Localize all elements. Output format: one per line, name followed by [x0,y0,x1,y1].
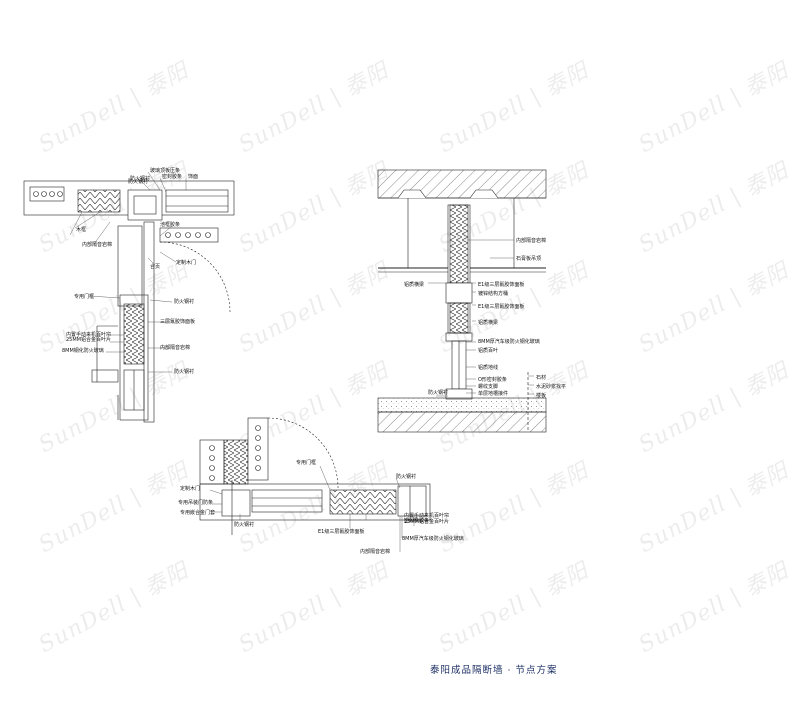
sheet-title: 泰阳成品隔断墙 · 节点方案 [430,665,558,676]
callout-label: 防火钢衬 [396,473,416,480]
detail-c-leaders [209,465,415,552]
callout-label: 铝质地线 [478,364,498,371]
callout-label: 水泥砂浆找平 [536,383,566,390]
detail-a-labels: 防火钢衬玻璃顶板压条密封胶条防火钢衬饰面木框内部隔音岩棉池框胶条定制木门合页专用… [62,167,198,375]
callout-label: 内部隔音岩棉 [82,241,112,248]
callout-label: O形密封胶条 [478,376,507,383]
callout-label: 木框 [76,226,86,233]
callout-label: 石膏板吊顶 [516,255,541,262]
callout-label: 合页 [150,263,160,270]
callout-label: 内部隔音岩棉 [160,344,190,351]
callout-label: 25MM铝合金百叶片 [404,518,449,525]
insulation-fill [77,189,121,213]
callout-label: 玻璃顶板压条 [150,167,180,174]
floor-slab [377,411,547,433]
callout-label: 铝质横梁 [404,281,424,288]
callout-label: 内置手动来机百叶帘 [66,331,111,338]
callout-label: 专用门框 [74,293,94,300]
callout-label: 8MM厚汽车级防火钢化玻璃 [478,338,540,345]
detail-c-wall [199,483,431,521]
callout-label: 铝质横梁 [478,319,498,326]
callout-label: 密封橡胶条 [404,517,429,524]
callout-label: 专用门框 [296,459,316,466]
callout-label: 25MM铝合金百叶片 [66,336,111,343]
door-swing-arc [159,241,231,313]
wall-end-block [29,186,65,202]
callout-label: 防火钢衬 [128,178,148,185]
stone-floor [377,397,547,413]
callout-label: 三层氟胶饰面板 [160,318,195,325]
wall-end-block [199,439,225,485]
callout-label: 池框胶条 [160,221,180,228]
door-frame-profile [127,189,163,221]
callout-label: 专用吊装门防条 [178,499,213,506]
door-core-block [159,227,219,243]
callout-label: 防火钢衬 [130,175,150,182]
insulation-fill [449,204,469,284]
callout-label: 内置手动来机百叶帘 [404,512,449,519]
detail-a-leaders [69,171,187,373]
callout-label: 防火钢衬 [234,521,254,528]
callout-label: 楼板 [536,392,546,399]
callout-label: 专用嵌合金门套 [180,509,215,516]
door-frame-profile [221,489,251,517]
callout-label: 防火钢衬 [174,368,194,375]
callout-label: 防火钢衬 [174,298,194,305]
callout-label: E1级三层氟胶饰面板 [478,303,524,310]
detail-a-plan [23,180,235,423]
callout-label: 8MM钢化防火玻璃 [62,347,104,354]
detail-c-labels: 专用门框防火钢衬定制木门专用吊装门防条专用嵌合金门套防火钢衬E1级三层氟胶饰面板… [178,459,464,555]
callout-label: 8MM厚汽车级防火钢化玻璃 [402,535,464,542]
insulation-fill [123,303,145,365]
callout-label: 防火钢衬 [428,389,448,396]
aluminium-beam [445,282,473,304]
insulation-fill [329,489,397,515]
detail-b-leaders [428,239,534,397]
door-swing-arc [267,417,339,489]
callout-label: 定制木门 [180,485,200,492]
callout-label: 铝质百叶 [478,347,498,354]
callout-label: 单层地槽接件 [478,390,508,397]
insulation-fill [223,439,249,485]
callout-label: 螺纹支脚 [478,383,498,390]
callout-label: E1级三层氟胶饰面板 [318,528,364,535]
callout-label: 密封胶条 [162,173,182,180]
detail-c-plan [199,417,431,535]
callout-label: 饰面 [188,173,198,180]
callout-label: 内部隔音岩棉 [360,548,390,555]
callout-label: E1级三层氟胶饰面板 [478,281,524,288]
callout-label: 石材 [536,374,546,381]
callout-label: 镀锌结构方桶 [478,290,508,297]
callout-label: 定制木门 [176,259,196,266]
callout-label: 内部隔音岩棉 [516,237,546,244]
detail-a-vertical-wall [117,225,143,307]
door-leaf [247,417,269,481]
detail-b-section [377,169,547,433]
